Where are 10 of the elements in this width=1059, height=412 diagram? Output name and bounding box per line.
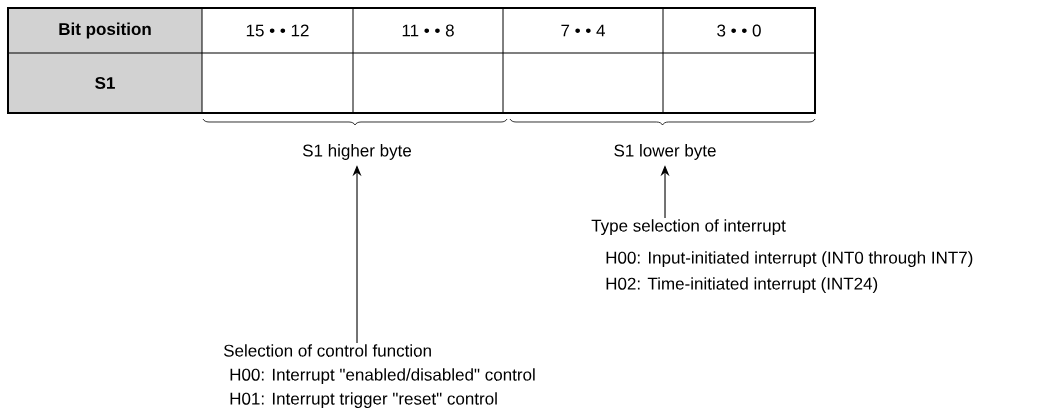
byte-label: S1 higher byte <box>302 144 412 160</box>
byte-label: S1 lower byte <box>614 144 716 160</box>
description-text: Selection of control function H00: Interrupt "enabled/disabled" control H01: Interrupt trigger "reset" control <box>223 344 535 409</box>
header-label: Bit position <box>59 22 151 39</box>
bit-range: 11 • • 8 <box>402 24 454 37</box>
bit-range: 3 • • 0 <box>717 24 761 37</box>
bit-range: 15 • • 12 <box>246 24 309 37</box>
description-text: Type selection of interrupt H00: Input-initiated interrupt (INT0 through INT7) H02: Time-initiated interrupt (INT24) <box>591 219 973 294</box>
bit-range: 7 • • 4 <box>561 24 605 37</box>
header-label: S1 <box>95 77 115 89</box>
